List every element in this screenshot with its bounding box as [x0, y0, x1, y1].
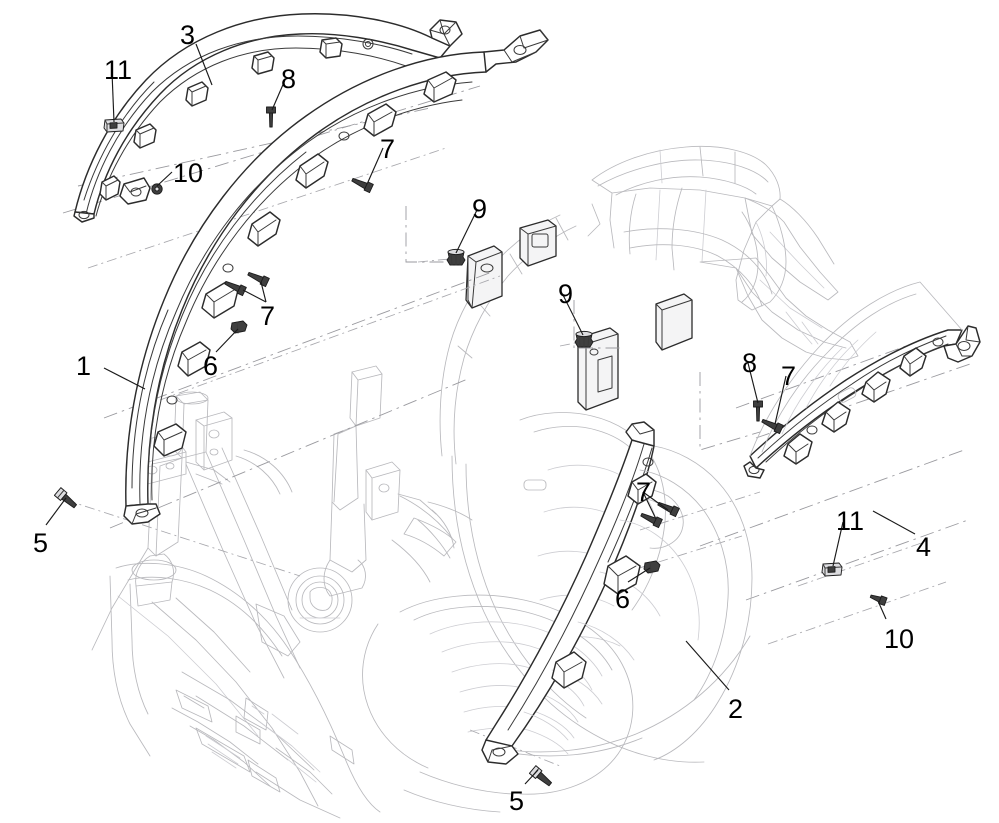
screw-5-left [53, 487, 77, 509]
callout-right-upper-trim-strip: 4 [916, 532, 932, 562]
leader-4 [872, 510, 916, 535]
hardware-group [53, 106, 888, 787]
callout-rubber-grommet-lower: 9 [558, 279, 574, 309]
leader-6a [215, 328, 239, 353]
callout-retaining-clip-right: 11 [836, 506, 865, 536]
callout-left-upper-trim-strip: 3 [180, 20, 196, 50]
rivet-10-right [869, 594, 888, 606]
callout-rubber-grommet-upper: 9 [472, 194, 488, 224]
callout-self-tapping-screw-upper-left: 7 [380, 134, 396, 164]
leader-9b [562, 294, 584, 336]
part-2-right-side-cover [481, 421, 753, 765]
leader-3 [195, 43, 213, 86]
callout-clip-nut-right: 6 [615, 584, 631, 614]
screw-7-mid-right-a [640, 512, 663, 529]
callout-self-tapping-screw-mid-left: 7 [260, 301, 276, 331]
leader-lines-group [45, 43, 916, 785]
axis-left-screw [65, 499, 301, 577]
callout-retaining-clip-left: 11 [104, 55, 133, 85]
axis-right-low [699, 449, 965, 547]
leader-7d [774, 375, 787, 425]
leader-5a [45, 497, 67, 526]
axis-6-left [159, 275, 501, 401]
leader-8a [271, 79, 286, 111]
callout-clip-nut-left: 6 [203, 351, 219, 381]
screw-7-upper-left [351, 177, 374, 194]
leader-9a [455, 209, 478, 254]
callout-blind-rivet-right: 10 [884, 624, 915, 654]
leader-11a [111, 71, 115, 123]
axis-left-low [87, 147, 447, 269]
callout-fixing-screw-lower-left: 5 [33, 528, 49, 558]
leader-5b [524, 769, 539, 785]
callout-fixing-screw-lower-right: 5 [509, 786, 525, 816]
screw-7-mid-left-a [224, 280, 247, 297]
part-1-left-side-cover [123, 29, 549, 525]
leader-10a [156, 171, 173, 187]
leader-7c2 [642, 491, 669, 511]
leader-6b [627, 567, 651, 583]
screw-7-upper-right [761, 418, 784, 435]
axis-right-11 [797, 539, 931, 587]
screw-5-right [528, 765, 552, 787]
axis-box-upper [405, 206, 452, 263]
leader-10b [877, 600, 887, 620]
pin-8-left [266, 106, 276, 128]
axis-box-right [699, 372, 761, 451]
callout-right-side-cover: 2 [728, 694, 744, 724]
axis-5-bottom [469, 729, 561, 767]
leader-11b [832, 521, 844, 567]
axis-right-bottom [767, 581, 947, 645]
clip-11-left [103, 118, 125, 133]
part-4-right-upper-trim [743, 281, 981, 479]
axis-box-lower [573, 300, 620, 349]
leader-7b1 [242, 289, 267, 303]
part-3-left-upper-trim [73, 13, 463, 223]
callout-self-tapping-screw-upper-right: 7 [781, 361, 797, 391]
callout-blind-rivet-left: 10 [173, 158, 204, 188]
clip-6-right [643, 560, 661, 574]
clip-11-right [821, 562, 843, 577]
leader-7c1 [642, 491, 657, 520]
pin-8-right [753, 400, 763, 422]
screw-7-mid-right-b [657, 501, 680, 518]
leader-8b [747, 362, 759, 404]
leader-2 [685, 640, 730, 691]
grommet-9-lower [574, 330, 594, 348]
callout-left-side-cover-front-trim: 1 [76, 351, 92, 381]
axis-left-lower [103, 271, 493, 419]
callout-pin-screw-upper-right: 8 [742, 348, 758, 378]
axis-left-bottom [109, 377, 471, 529]
leader-7a [367, 147, 384, 183]
clip-6-left [230, 320, 248, 334]
leader-1 [103, 367, 146, 390]
leader-7b2 [260, 281, 267, 303]
screw-7-mid-left-b [247, 271, 270, 288]
rivet-10-left [151, 183, 163, 195]
callout-pin-screw-upper-left: 8 [281, 64, 297, 94]
axis-right-lower [745, 519, 969, 601]
callout-self-tapping-screw-mid-right: 7 [636, 477, 652, 507]
